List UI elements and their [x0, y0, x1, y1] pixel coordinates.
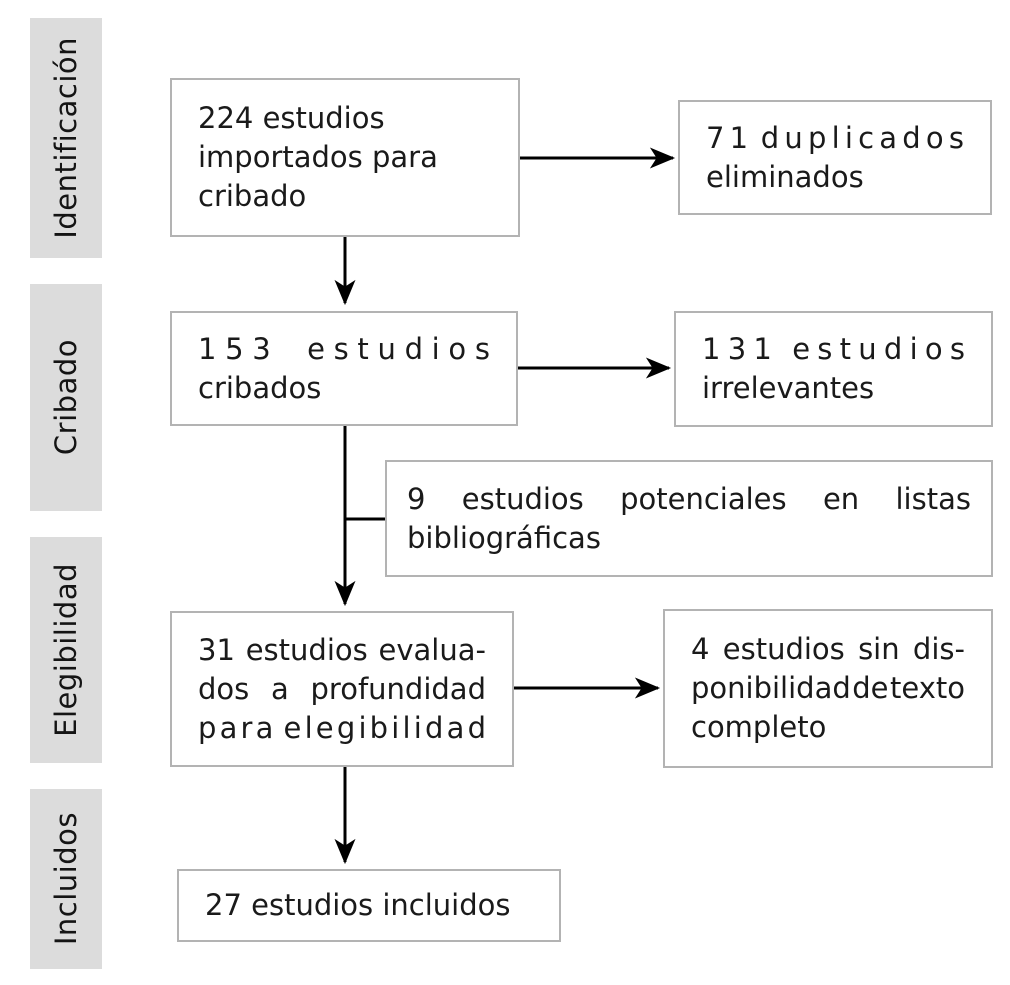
stage-label-eligibility: Elegibilidad	[30, 537, 102, 763]
stage-label-included: Incluidos	[30, 789, 102, 969]
box-line: 224 estudios	[198, 101, 385, 135]
box-line: cribados	[198, 370, 322, 405]
stage-label-text: Elegibilidad	[49, 563, 83, 737]
box-line: bibliográficas	[407, 520, 601, 555]
box-line: completo	[691, 710, 827, 744]
box-line: 27 estudios incluidos	[205, 888, 511, 922]
box-studies-included: 27 estudios incluidos	[177, 869, 561, 942]
box-line: irrelevantes	[702, 371, 875, 405]
stage-label-screening: Cribado	[30, 284, 102, 511]
box-line: importados para	[198, 140, 438, 174]
stage-label-text: Incluidos	[49, 812, 83, 946]
stage-label-text: Cribado	[49, 339, 83, 456]
stage-label-identification: Identificación	[30, 18, 102, 258]
box-line: eliminados	[706, 159, 864, 194]
stage-label-text: Identificación	[49, 37, 83, 239]
box-imported-studies: 224 estudios importados para cribado	[170, 78, 520, 237]
box-line: cribado	[198, 179, 307, 213]
